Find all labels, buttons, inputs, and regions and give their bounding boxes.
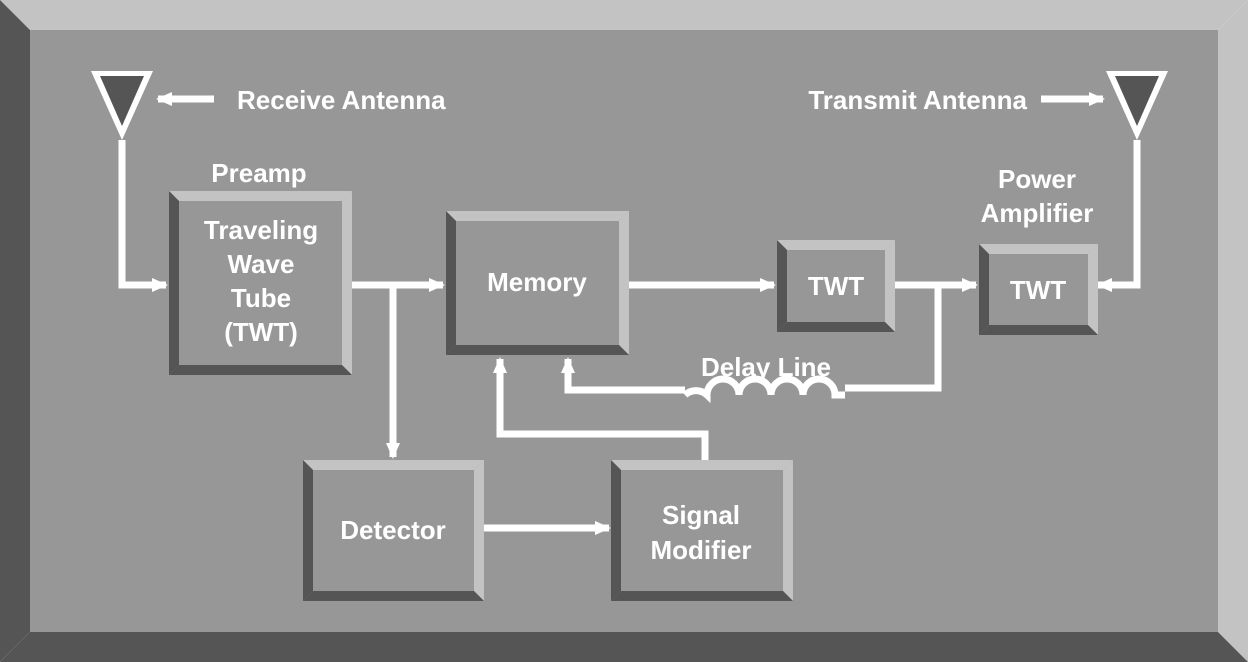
block-memory (446, 211, 629, 355)
signal-lines (118, 92, 1141, 535)
power-amplifier-label-2: Amplifier (981, 198, 1094, 228)
power-amplifier-label-1: Power (998, 164, 1076, 194)
detector-label: Detector (340, 515, 445, 545)
preamp-twt-line-2: Wave (228, 249, 295, 279)
block-signal-modifier (611, 460, 793, 601)
preamp-twt-line-4: (TWT) (224, 317, 298, 347)
block-detector (303, 460, 484, 601)
transmit-antenna-icon (1106, 71, 1168, 140)
delay-line-coil-icon (682, 375, 845, 404)
line-transmit-feed (1096, 140, 1141, 292)
preamp-twt-line-1: Traveling (204, 215, 318, 245)
line-delay-to-memory (561, 357, 685, 394)
receive-antenna-icon (91, 71, 153, 140)
transmit-antenna-label: Transmit Antenna (808, 85, 1027, 115)
twt-power-label: TWT (1010, 275, 1066, 305)
signal-modifier-line-1: Signal (662, 500, 740, 530)
twt-mid-label: TWT (808, 271, 864, 301)
preamp-label: Preamp (211, 158, 306, 188)
block-twt-mid (777, 240, 895, 332)
line-delay-feedback (845, 285, 942, 392)
line-modifier-to-memory (493, 357, 709, 460)
memory-label: Memory (487, 267, 587, 297)
preamp-twt-line-3: Tube (231, 283, 291, 313)
block-preamp-twt (169, 191, 352, 375)
signal-modifier-line-2: Modifier (650, 535, 751, 565)
block-twt-power (979, 244, 1098, 335)
receive-antenna-label: Receive Antenna (237, 85, 446, 115)
delay-line-label: Delay Line (701, 352, 831, 382)
line-receive-to-preamp (118, 140, 168, 292)
